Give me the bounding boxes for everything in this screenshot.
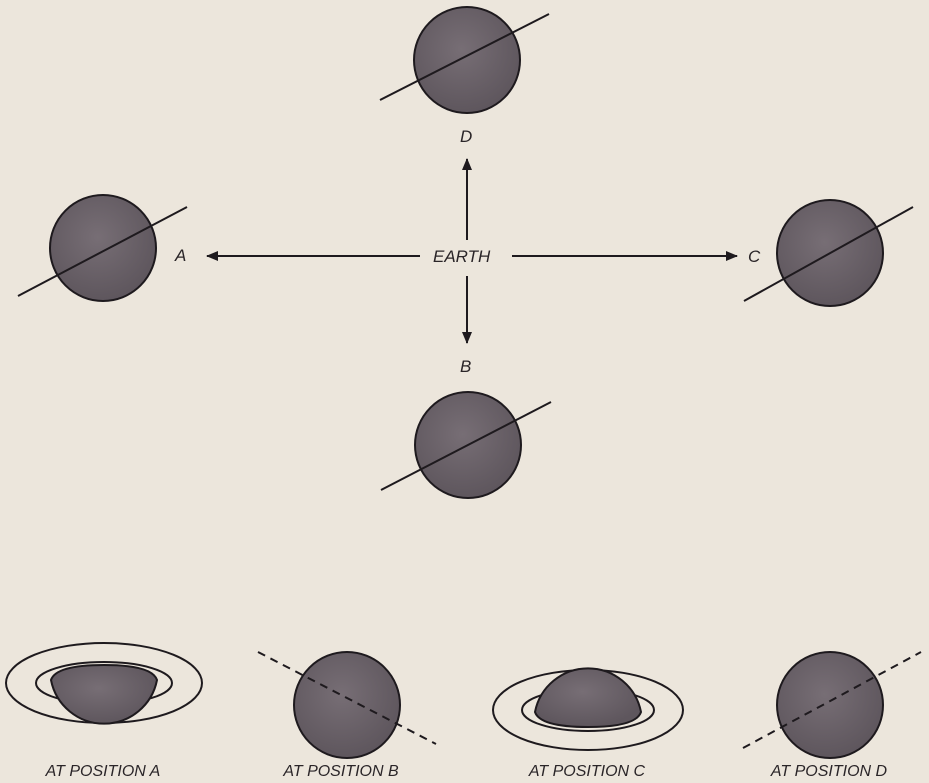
caption-position-d: AT POSITION D (770, 763, 888, 780)
view-c-saturn (492, 667, 684, 751)
caption-position-c: AT POSITION C (528, 763, 646, 780)
view-b-saturn (257, 651, 437, 759)
caption-position-a: AT POSITION A (45, 763, 161, 780)
view-d-saturn (742, 651, 922, 759)
caption-position-b: AT POSITION B (283, 763, 399, 780)
earth-label: EARTH (433, 247, 491, 266)
view-a-saturn (5, 642, 203, 725)
position-c-label: C (748, 247, 761, 266)
planet-a (17, 194, 188, 302)
position-a-label: A (175, 246, 187, 265)
planet-b (380, 391, 552, 499)
position-d-label: D (460, 127, 473, 146)
planet-d (379, 6, 550, 114)
planet-c (743, 199, 914, 307)
position-b-label: B (460, 357, 472, 376)
